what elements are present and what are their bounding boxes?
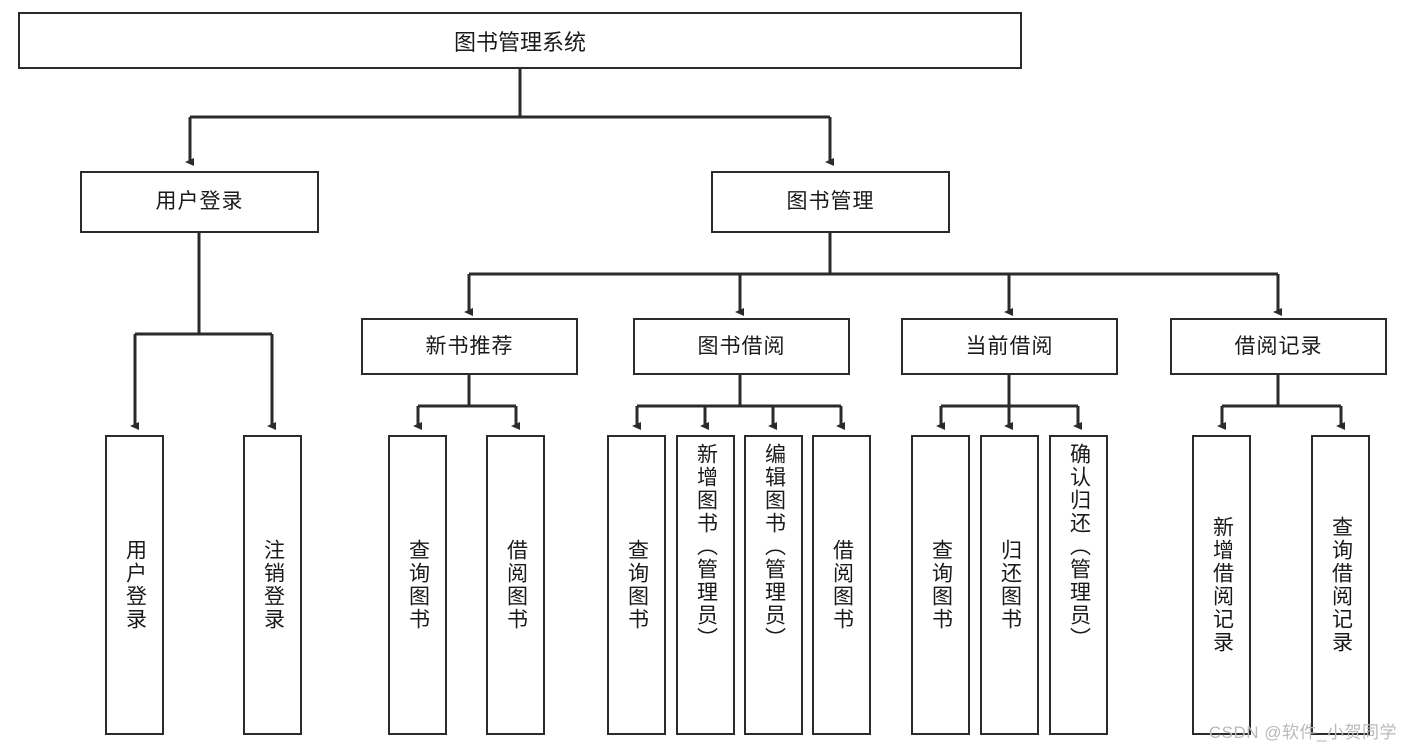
leaf-return-book[interactable]: 归还图书: [980, 435, 1039, 735]
node-book-borrow[interactable]: 图书借阅: [633, 318, 850, 375]
node-current-borrow[interactable]: 当前借阅: [901, 318, 1118, 375]
node-book-borrow-label: 图书借阅: [697, 334, 786, 358]
leaf-borrow-book-1-label: 借阅图书: [504, 539, 528, 631]
leaf-query-book-2[interactable]: 查询图书: [607, 435, 666, 735]
leaf-add-book[interactable]: 新增图书（管理员）: [676, 435, 735, 735]
leaf-user-logout-label: 注销登录: [261, 539, 285, 631]
leaf-borrow-book-1[interactable]: 借阅图书: [486, 435, 545, 735]
leaf-edit-book[interactable]: 编辑图书（管理员）: [744, 435, 803, 735]
leaf-add-book-label: 新增图书（管理员）: [694, 443, 718, 650]
node-book-manage-label: 图书管理: [786, 190, 875, 214]
leaf-query-book-3-label: 查询图书: [929, 539, 953, 631]
leaf-user-logout[interactable]: 注销登录: [243, 435, 302, 735]
node-user-login[interactable]: 用户登录: [80, 171, 319, 233]
node-root-label: 图书管理系统: [453, 29, 586, 55]
leaf-user-login-label: 用户登录: [123, 539, 147, 631]
leaf-query-book-2-label: 查询图书: [625, 539, 649, 631]
watermark: CSDN @软件_小贺同学: [1208, 723, 1397, 742]
node-new-book-rec-label: 新书推荐: [425, 334, 514, 358]
node-current-borrow-label: 当前借阅: [965, 334, 1054, 358]
leaf-confirm-return-label: 确认归还（管理员）: [1067, 443, 1091, 650]
node-borrow-record-label: 借阅记录: [1234, 334, 1323, 358]
leaf-confirm-return[interactable]: 确认归还（管理员）: [1049, 435, 1108, 735]
leaf-query-book-3[interactable]: 查询图书: [911, 435, 970, 735]
leaf-edit-book-label: 编辑图书（管理员）: [762, 443, 786, 650]
leaf-add-record[interactable]: 新增借阅记录: [1192, 435, 1251, 735]
leaf-add-record-label: 新增借阅记录: [1210, 516, 1234, 654]
leaf-query-record[interactable]: 查询借阅记录: [1311, 435, 1370, 735]
node-new-book-rec[interactable]: 新书推荐: [361, 318, 578, 375]
node-borrow-record[interactable]: 借阅记录: [1170, 318, 1387, 375]
leaf-borrow-book-2[interactable]: 借阅图书: [812, 435, 871, 735]
node-root[interactable]: 图书管理系统: [18, 12, 1022, 69]
leaf-query-record-label: 查询借阅记录: [1329, 516, 1353, 654]
leaf-return-book-label: 归还图书: [998, 539, 1022, 631]
node-book-manage[interactable]: 图书管理: [711, 171, 950, 233]
leaf-borrow-book-2-label: 借阅图书: [830, 539, 854, 631]
leaf-query-book-1[interactable]: 查询图书: [388, 435, 447, 735]
leaf-user-login[interactable]: 用户登录: [105, 435, 164, 735]
node-user-login-label: 用户登录: [155, 190, 244, 214]
leaf-query-book-1-label: 查询图书: [406, 539, 430, 631]
